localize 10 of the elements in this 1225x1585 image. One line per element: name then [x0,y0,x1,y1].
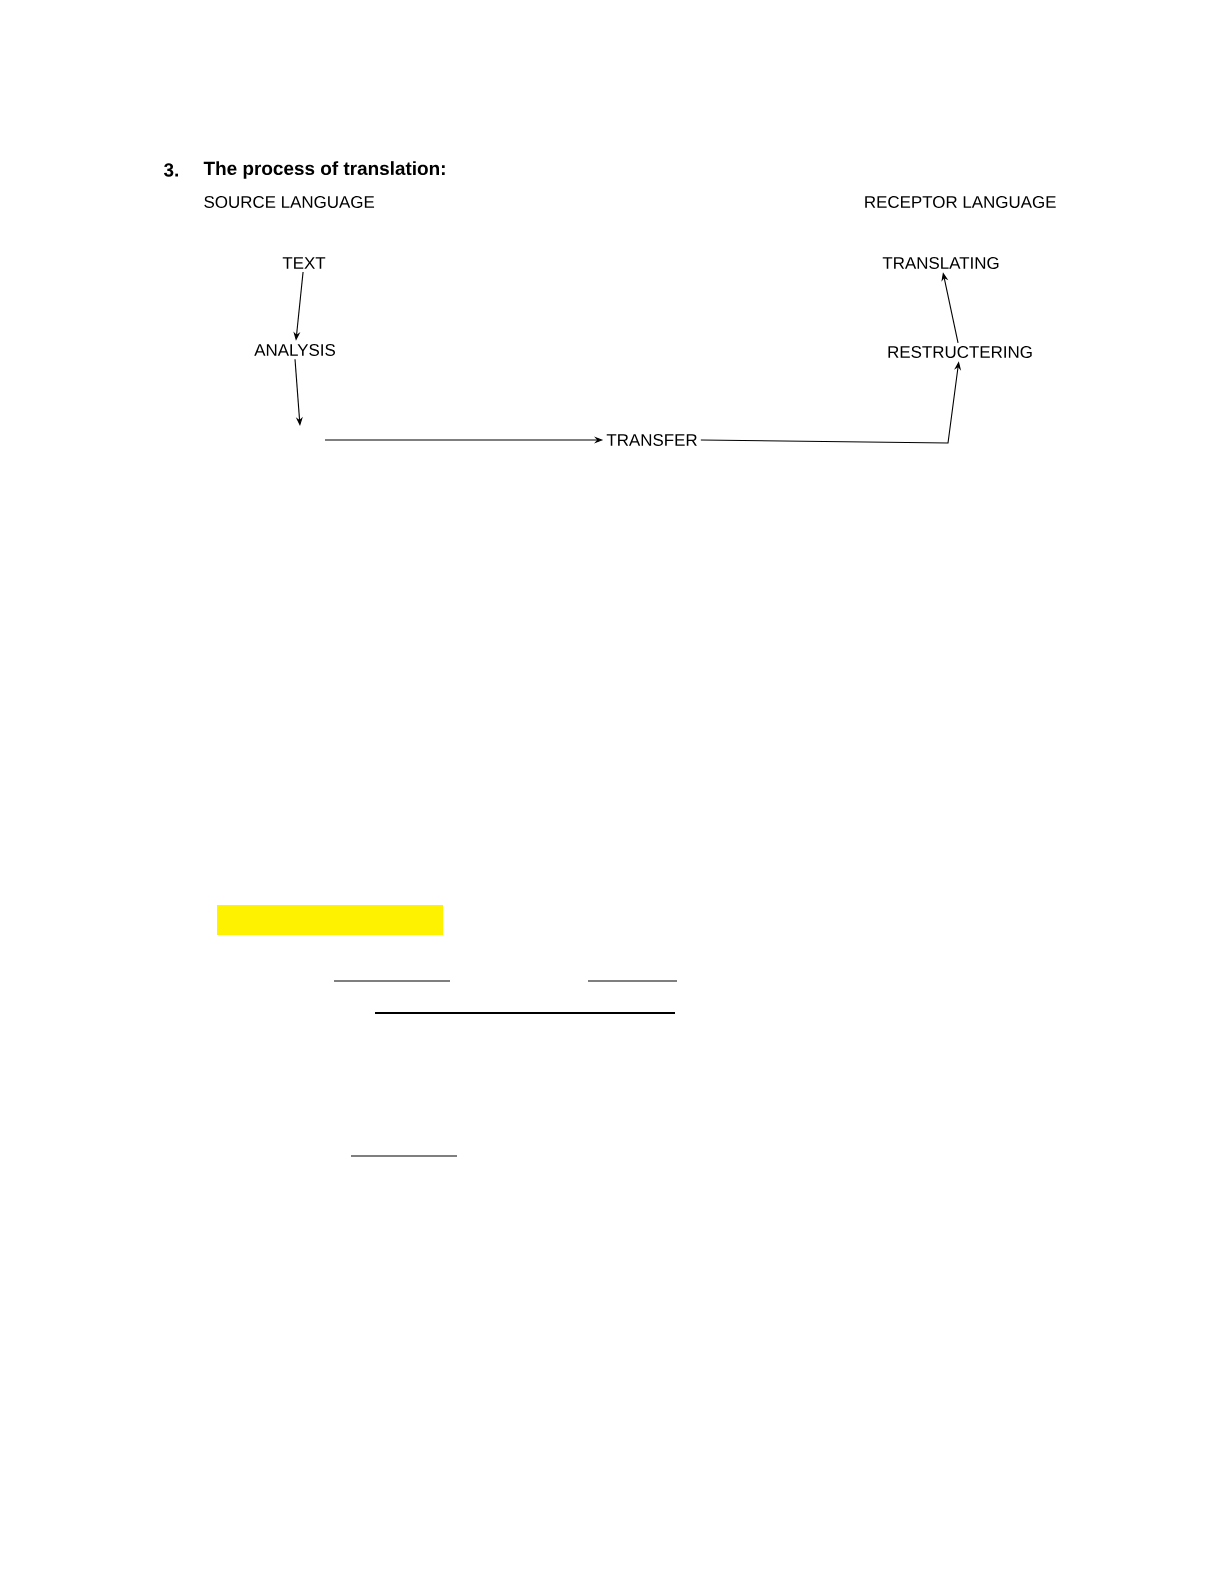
section-number: 3. [163,163,178,177]
language-heading: RECEPTOR LANGUAGE [865,196,1056,208]
step-label: TEXT [282,257,326,269]
step-label: ANALYSIS [254,344,335,356]
language-heading: SOURCE LANGUAGE [204,196,375,208]
step-label: RESTRUCTERING [888,346,1032,358]
step-label: TRANSFER [606,434,697,446]
arrow [294,358,303,426]
step-label: TRANSLATING [882,257,999,269]
section-title: The process of translation: [203,161,445,179]
